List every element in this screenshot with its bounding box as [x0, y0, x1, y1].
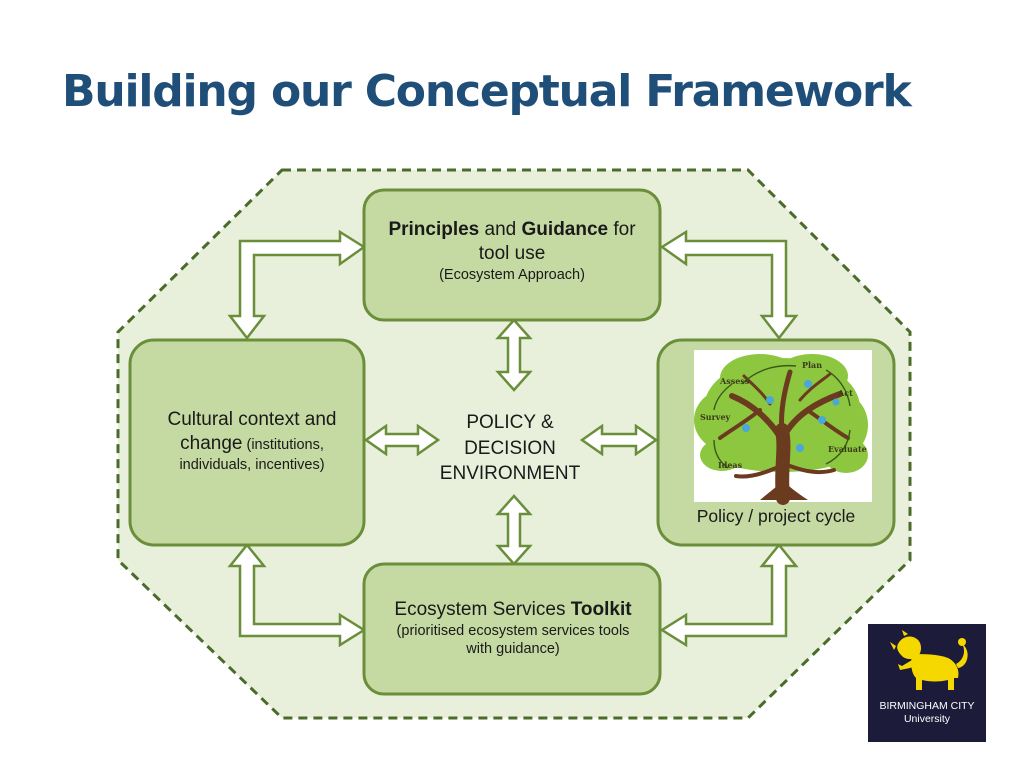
arrow-center-left: [363, 423, 441, 457]
stage-label: Ideas: [718, 460, 743, 470]
principles-line-1: Principles and Guidance for: [368, 218, 656, 242]
connector-arrows: [227, 229, 799, 648]
logo-line-1: BIRMINGHAM CITY: [879, 700, 975, 712]
toolkit-line-2: (prioritised ecosystem services tools: [396, 622, 630, 639]
arrow-principles-cycle: [659, 229, 799, 341]
principles-bold: Principles: [388, 219, 480, 240]
university-logo: BIRMINGHAM CITY University: [868, 624, 986, 742]
cultural-line-1: Cultural context and: [167, 409, 337, 430]
principles-line-2: tool use: [478, 242, 546, 264]
cultural-line-3: individuals, incentives): [179, 456, 325, 473]
principles-for: for: [608, 219, 636, 240]
center-line-3: ENVIRONMENT: [439, 463, 581, 485]
toolkit-line-3: with guidance): [466, 640, 560, 657]
slide-title: Building our Conceptual Framework: [62, 66, 912, 117]
guidance-bold: Guidance: [521, 219, 609, 240]
cultural-text: Cultural context and change (institution…: [140, 408, 364, 474]
toolkit-text: Ecosystem Services Toolkit (prioritised …: [368, 598, 658, 658]
principles-box: [362, 188, 662, 322]
toolkit-line-1: Ecosystem Services Toolkit: [368, 598, 658, 622]
logo-line-2: University: [903, 712, 951, 725]
stage-label: Survey: [700, 412, 731, 422]
toolkit-main: Ecosystem Services: [394, 599, 571, 620]
cultural-change: change: [180, 432, 243, 454]
principles-text: Principles and Guidance for tool use (Ec…: [368, 218, 656, 284]
toolkit-box: [362, 562, 662, 696]
tree-illustration: Plan Act Evaluate Ideas Survey Assess: [694, 350, 872, 505]
arrow-center-right: [579, 423, 659, 457]
center-line-1: POLICY &: [466, 412, 554, 433]
arrow-center-up: [495, 318, 533, 392]
cultural-line-2: change (institutions,: [140, 432, 364, 456]
cycle-caption: Policy / project cycle: [696, 506, 856, 526]
stage-label: Act: [837, 388, 853, 398]
center-line-2: DECISION: [464, 437, 556, 459]
arrow-toolkit-cycle: [659, 543, 799, 648]
stage-label: Evaluate: [828, 444, 867, 454]
toolkit-bold: Toolkit: [570, 599, 632, 620]
arrow-principles-cultural: [227, 229, 367, 341]
framework-octagon: [116, 168, 912, 720]
cultural-institutions: (institutions,: [242, 436, 324, 453]
principles-sub: (Ecosystem Approach): [439, 266, 585, 283]
principles-and: and: [479, 219, 522, 240]
stage-label: Assess: [719, 376, 750, 386]
policy-decision-environment: POLICY & DECISION ENVIRONMENT: [420, 410, 600, 487]
lion-icon: [890, 630, 968, 690]
stage-label: Plan: [802, 360, 822, 370]
cultural-box: [128, 338, 366, 547]
logo-text: BIRMINGHAM CITY University: [868, 700, 986, 725]
